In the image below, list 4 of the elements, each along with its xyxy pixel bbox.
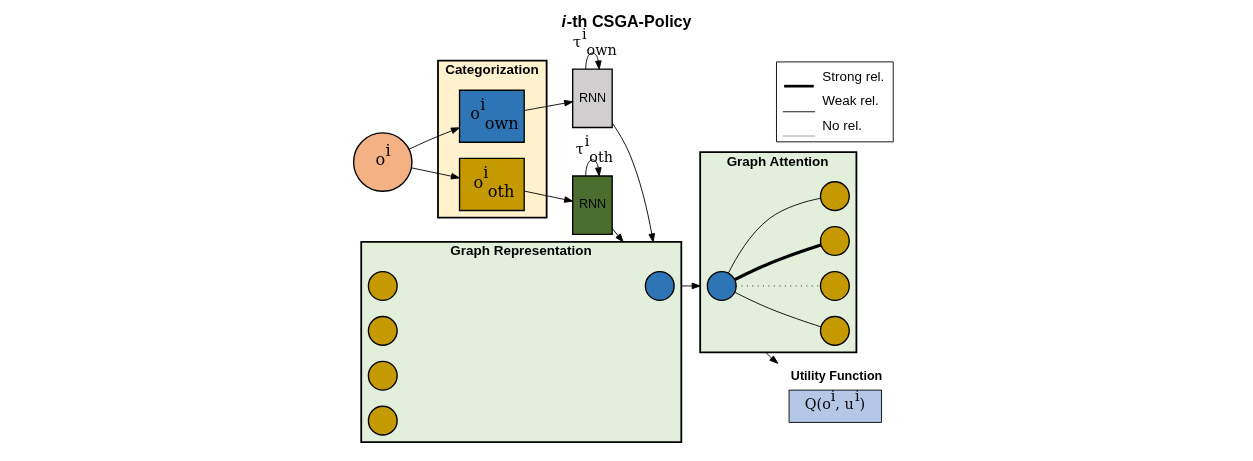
legend-label: No rel. — [821, 117, 862, 133]
legend-label: Weak rel. — [821, 93, 879, 109]
node-label: Utility Function — [790, 369, 882, 384]
legend-label: Strong rel. — [821, 69, 884, 85]
